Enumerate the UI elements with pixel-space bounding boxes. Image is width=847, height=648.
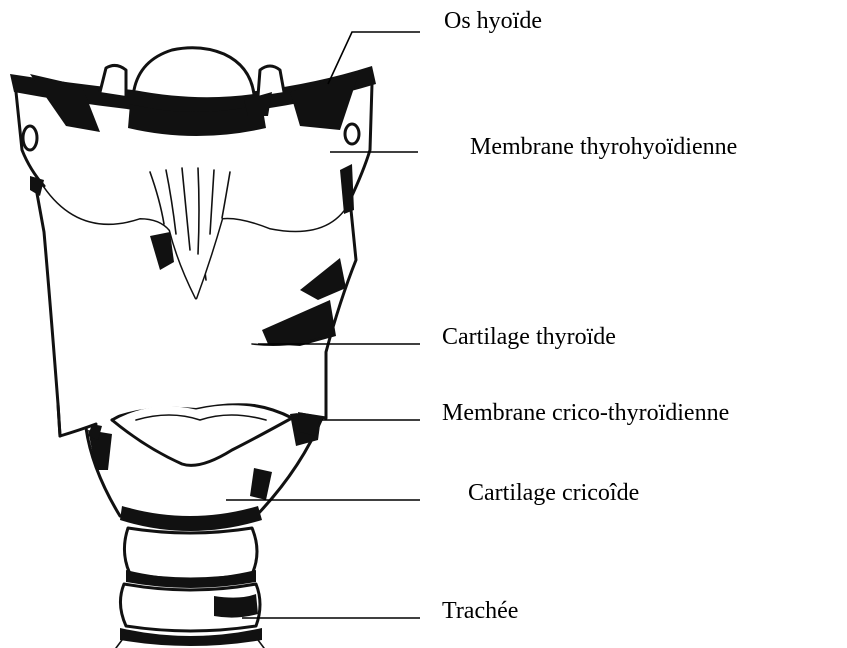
trachea-illustration (116, 528, 264, 648)
larynx-illustration (10, 48, 376, 648)
label-membrane-crico-thyroidienne: Membrane crico-thyroïdienne (442, 400, 729, 426)
label-os-hyoide: Os hyoïde (444, 8, 542, 34)
labels: Os hyoïde Membrane thyrohyoïdienne Carti… (442, 8, 737, 624)
hyoid-bone-illustration (10, 48, 376, 136)
label-cartilage-thyroide: Cartilage thyroïde (442, 324, 616, 350)
label-membrane-thyrohyoidienne: Membrane thyrohyoïdienne (470, 134, 737, 160)
label-trachee: Trachée (442, 598, 518, 624)
label-cartilage-cricoide: Cartilage cricoîde (468, 480, 639, 506)
